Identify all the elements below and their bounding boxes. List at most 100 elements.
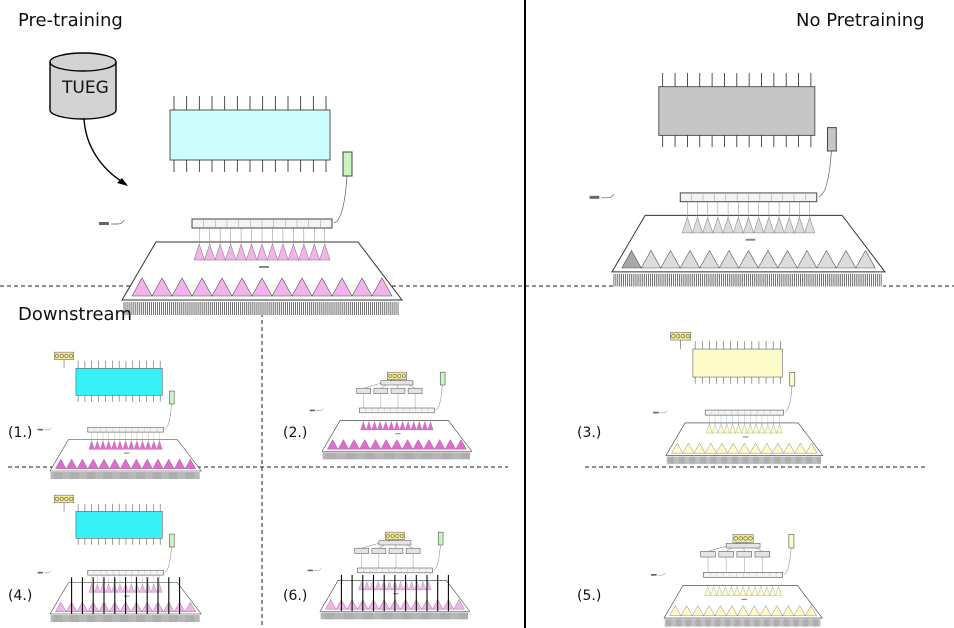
upper-triangle [397, 580, 404, 591]
bottom-triangle [401, 439, 414, 450]
upper-triangle [116, 583, 123, 593]
bottom-triangle [76, 458, 89, 469]
upper-triangle [427, 420, 434, 431]
bottom-triangle [816, 249, 837, 269]
bottom-triangle [621, 249, 642, 269]
class-node [69, 496, 74, 501]
data-flow-arrow [83, 118, 128, 186]
upper-triangle [723, 423, 730, 434]
class-node [743, 536, 748, 541]
class-node [680, 334, 686, 339]
encoder-trapezoid [121, 241, 404, 301]
bottom-triangle [371, 277, 393, 297]
bottom-triangle [444, 439, 457, 450]
upper-triangle [360, 420, 367, 431]
bottom-triangle [718, 249, 740, 269]
cylinder-body [49, 62, 117, 120]
step-label-4: (4.) [8, 588, 33, 604]
class-node [392, 373, 397, 378]
upper-triangle [421, 420, 428, 431]
step-label-5: (5.) [577, 588, 602, 604]
bottom-triangle [251, 277, 273, 297]
class-node [401, 373, 406, 378]
side-token-connector [818, 150, 832, 198]
bottom-triangle [231, 277, 253, 297]
encoder-trapezoid [49, 439, 202, 472]
class-node [395, 533, 400, 538]
upper-triangle [783, 216, 795, 234]
bottom-triangle [55, 601, 67, 612]
upper-triangle [729, 423, 736, 434]
encoder-trapezoid [321, 420, 473, 452]
bottom-triangle [130, 458, 143, 469]
cylinder-top [49, 52, 117, 72]
upper-triangle [235, 243, 247, 261]
upper-triangle [775, 585, 782, 596]
upper-triangle [139, 440, 146, 450]
step-label-2: (2.) [283, 425, 308, 441]
mask-marker [99, 222, 109, 225]
upper-triangle [375, 580, 382, 591]
bottom-triangle [749, 442, 762, 454]
bottom-triangle [65, 458, 78, 469]
mask-connector [44, 427, 52, 431]
upper-triangle [734, 585, 741, 596]
upper-triangle [702, 216, 714, 234]
transformer-block [75, 511, 163, 539]
upper-triangle [706, 423, 713, 434]
class-node [685, 334, 690, 339]
upper-triangle [405, 420, 412, 431]
variant-3-model [653, 331, 824, 464]
step-label-1: (1.) [8, 425, 33, 441]
bottom-triangle [171, 277, 193, 297]
variant-4-model [37, 494, 202, 623]
upper-triangle [794, 216, 805, 234]
variant-6-model [307, 531, 471, 620]
class-node [55, 496, 60, 501]
bottom-triangle [311, 277, 333, 297]
side-token [826, 127, 837, 152]
pooling-node [405, 547, 421, 554]
arrow-curve [83, 118, 127, 185]
bottom-triangle [855, 249, 876, 269]
bottom-triangle [331, 277, 353, 297]
class-node [64, 496, 69, 501]
class-node [69, 353, 74, 358]
database-label: TUEG [62, 78, 109, 98]
upper-triangle [804, 216, 816, 234]
upper-triangle [728, 585, 735, 596]
pooling-node [736, 551, 752, 558]
upper-triangle [776, 423, 783, 434]
upper-triangle [769, 585, 776, 596]
bottom-triangle [325, 599, 337, 610]
upper-triangle [393, 420, 400, 431]
bottom-triangle [434, 439, 446, 450]
class-node [671, 334, 676, 339]
encoder-caption [393, 593, 399, 595]
bottom-triangle [423, 439, 435, 450]
bottom-triangle [793, 605, 806, 616]
side-token-connector [783, 547, 792, 575]
bottom-triangle [772, 442, 784, 454]
upper-triangle [711, 423, 719, 434]
pooling-root [725, 543, 761, 549]
mask-connector [316, 408, 324, 411]
upper-triangle [753, 216, 765, 234]
upper-triangle [712, 216, 724, 234]
encoder-caption [395, 433, 401, 435]
pooling-node [388, 547, 404, 554]
arrow-head [117, 178, 128, 186]
variant-5-model [651, 534, 823, 627]
step-label-3: (3.) [577, 425, 602, 441]
classifier-head [54, 351, 75, 360]
side-token [342, 151, 353, 177]
bottom-triangle [455, 439, 467, 450]
no-pretraining-model [589, 73, 886, 287]
bottom-triangle [757, 249, 779, 269]
upper-triangle [704, 585, 711, 596]
bottom-triangle [359, 439, 371, 450]
upper-triangle [150, 440, 157, 450]
upper-triangle [156, 440, 163, 450]
bottom-triangle [725, 605, 738, 616]
